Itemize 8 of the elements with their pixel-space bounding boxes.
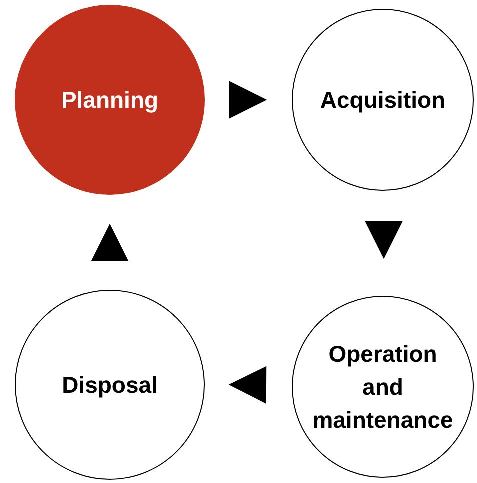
- arrow: [91, 224, 129, 262]
- stage-label: Planning: [60, 86, 160, 115]
- arrow: [230, 81, 268, 119]
- stage-label: Operation and maintenance: [312, 340, 454, 434]
- arrow: [228, 366, 267, 404]
- stage-label: Acquisition: [319, 86, 447, 115]
- arrow: [365, 222, 403, 260]
- stage-label: Disposal: [61, 370, 159, 400]
